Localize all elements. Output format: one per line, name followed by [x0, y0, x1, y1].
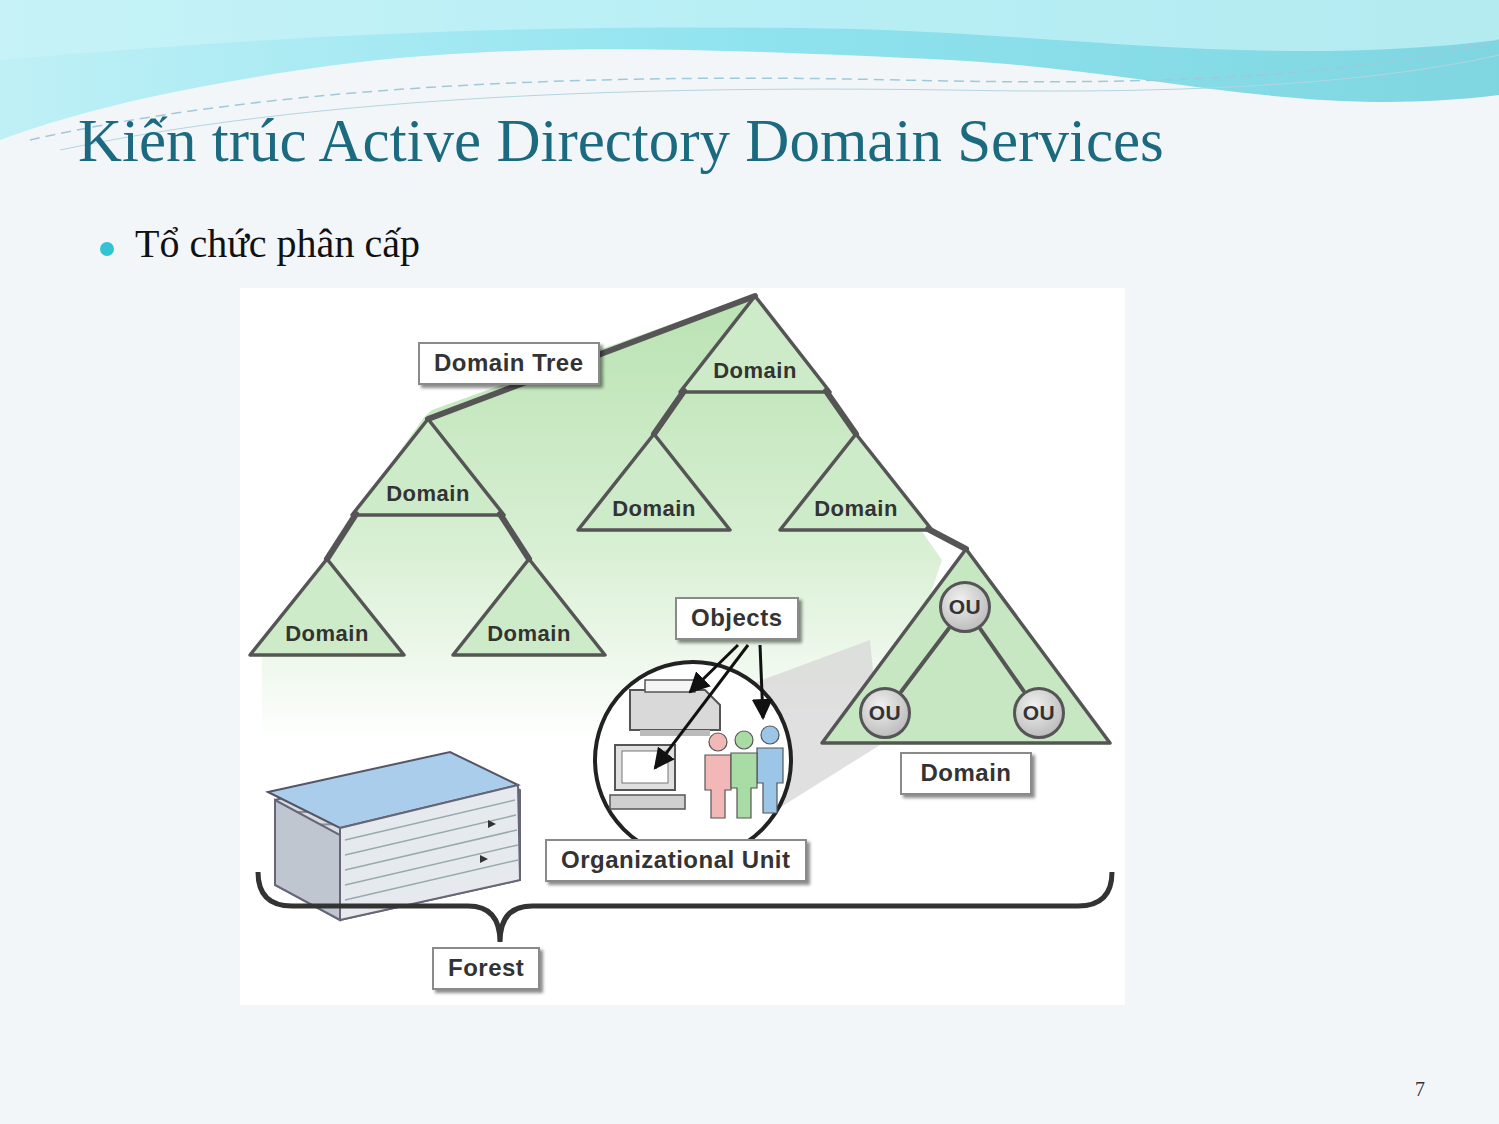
triangle-outline — [680, 296, 830, 392]
node-label: Domain — [713, 358, 797, 384]
circle-outline — [941, 583, 990, 632]
triangle-outline — [822, 549, 1110, 743]
triangle-outline — [578, 434, 730, 530]
slide-title: Kiến trúc Active Directory Domain Servic… — [78, 106, 1164, 176]
node-label: Organizational Unit — [561, 846, 791, 873]
circle-outline — [861, 689, 910, 738]
object-pointer — [655, 645, 763, 768]
node-label: Domain — [386, 481, 470, 507]
node-label: Domain — [900, 752, 1031, 795]
bullet-text: Tổ chức phân cấp — [135, 221, 420, 266]
ou-circle: OU — [1012, 686, 1066, 740]
circle-outline — [1015, 689, 1064, 738]
node-label: Domain — [487, 621, 571, 647]
node-label: Objects — [691, 604, 783, 631]
node-label: Domain — [814, 496, 898, 522]
bullet-dot — [100, 242, 114, 256]
binder-icon — [268, 752, 520, 920]
forest-brace — [258, 872, 1112, 942]
ou-label: OU — [869, 701, 902, 725]
ou-circle: OU — [858, 686, 912, 740]
label-box: Forest — [432, 947, 540, 990]
node-label: Domain — [285, 621, 369, 647]
node-label: Domain — [612, 496, 696, 522]
domain-triangle: Domain — [449, 555, 609, 659]
tree-connector — [327, 514, 356, 559]
page-number: 7 — [1415, 1078, 1425, 1101]
node-label: Domain Tree — [434, 349, 584, 376]
domain-triangle: Domain — [776, 430, 936, 534]
tree-connector — [928, 529, 966, 549]
domain-triangle: Domain — [348, 415, 508, 519]
tree-connector — [500, 514, 529, 559]
ou-label: OU — [949, 595, 982, 619]
domain-triangle: Domain — [246, 555, 408, 659]
tree-connector — [826, 391, 856, 434]
ou-circle: OU — [938, 580, 992, 634]
header-wave — [0, 0, 1499, 60]
domain-triangle: Domain — [676, 292, 834, 396]
node-label: Forest — [448, 954, 524, 981]
ou-label: OU — [1023, 701, 1056, 725]
triangle-outline — [352, 419, 504, 515]
domain-triangle: DomainOUOUOU — [818, 545, 1114, 747]
label-box: Objects — [675, 597, 799, 640]
label-box: Domain Tree — [418, 342, 600, 385]
diagram-panel — [240, 288, 1125, 1005]
domain-triangle: Domain — [574, 430, 734, 534]
triangle-outline — [250, 559, 404, 655]
page-number: 7 — [1415, 1078, 1425, 1100]
triangle-outline — [780, 434, 932, 530]
title-text: Kiến trúc Active Directory Domain Servic… — [78, 107, 1164, 174]
triangle-outline — [453, 559, 605, 655]
bullet-text: Tổ chức phân cấp — [135, 220, 420, 267]
tree-connector — [654, 391, 684, 434]
label-box: Organizational Unit — [545, 839, 807, 882]
